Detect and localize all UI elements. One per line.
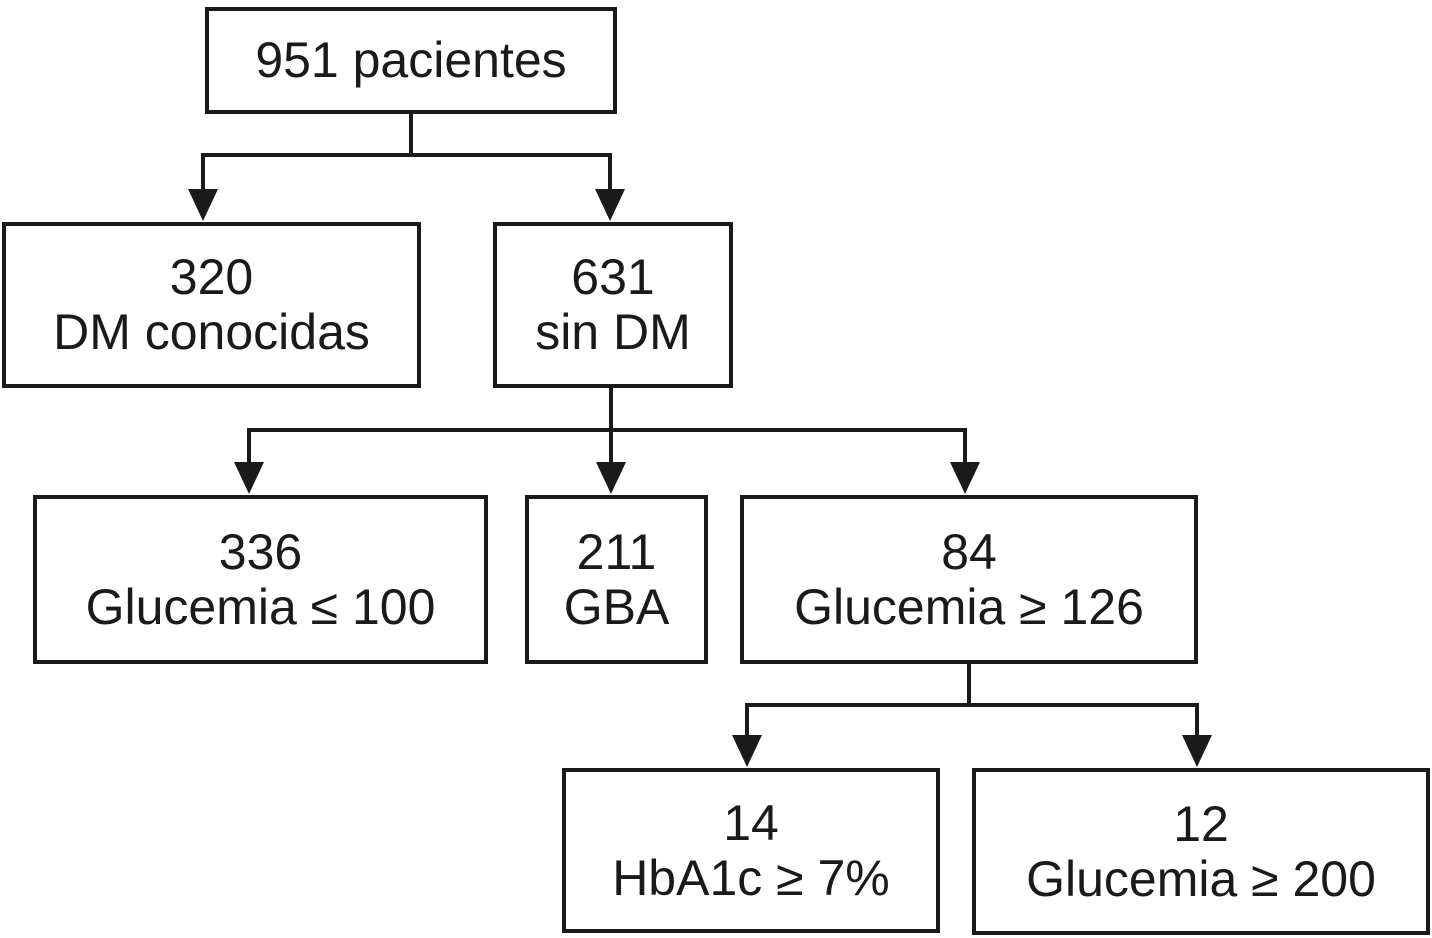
node-gba-label: GBA — [563, 578, 670, 635]
arrowhead-to-glu200-icon — [1182, 735, 1212, 767]
node-gba: 211 GBA — [525, 495, 708, 664]
node-glycemia-le-100-count: 336 — [218, 523, 303, 580]
edge-sindm-children — [247, 428, 967, 463]
node-without-dm-count: 631 — [571, 249, 655, 305]
arrowhead-to-hba1c-icon — [732, 735, 762, 767]
edge-glu126-children — [745, 703, 1199, 736]
node-known-dm-count: 320 — [169, 249, 254, 305]
node-known-dm-label: DM conocidas — [53, 304, 370, 360]
edge-root-children — [201, 153, 612, 190]
node-total-patients-label: 951 pacientes — [255, 32, 567, 88]
node-hba1c-ge-7-count: 14 — [723, 794, 779, 851]
node-total-patients: 951 pacientes — [205, 7, 617, 114]
node-glycemia-le-100-label: Glucemia ≤ 100 — [85, 578, 436, 635]
arrowhead-to-gba-icon — [596, 462, 626, 494]
node-without-dm: 631 sin DM — [493, 222, 733, 388]
node-glycemia-ge-126-count: 84 — [941, 523, 997, 580]
node-hba1c-ge-7: 14 HbA1c ≥ 7% — [562, 768, 940, 933]
arrowhead-to-dm-icon — [188, 189, 218, 221]
node-known-dm: 320 DM conocidas — [2, 222, 421, 388]
node-gba-count: 211 — [576, 523, 657, 580]
node-glycemia-ge-200: 12 Glucemia ≥ 200 — [972, 768, 1430, 935]
node-without-dm-label: sin DM — [535, 304, 691, 360]
node-glycemia-ge-126: 84 Glucemia ≥ 126 — [740, 495, 1198, 664]
arrowhead-to-sindm-icon — [595, 189, 625, 221]
node-hba1c-ge-7-label: HbA1c ≥ 7% — [612, 849, 890, 906]
node-glycemia-ge-200-count: 12 — [1173, 795, 1229, 852]
node-glycemia-le-100: 336 Glucemia ≤ 100 — [33, 495, 488, 664]
arrowhead-to-glu126-icon — [950, 462, 980, 494]
node-glycemia-ge-200-label: Glucemia ≥ 200 — [1026, 850, 1376, 907]
arrowhead-to-glu100-icon — [234, 462, 264, 494]
node-glycemia-ge-126-label: Glucemia ≥ 126 — [794, 578, 1144, 635]
